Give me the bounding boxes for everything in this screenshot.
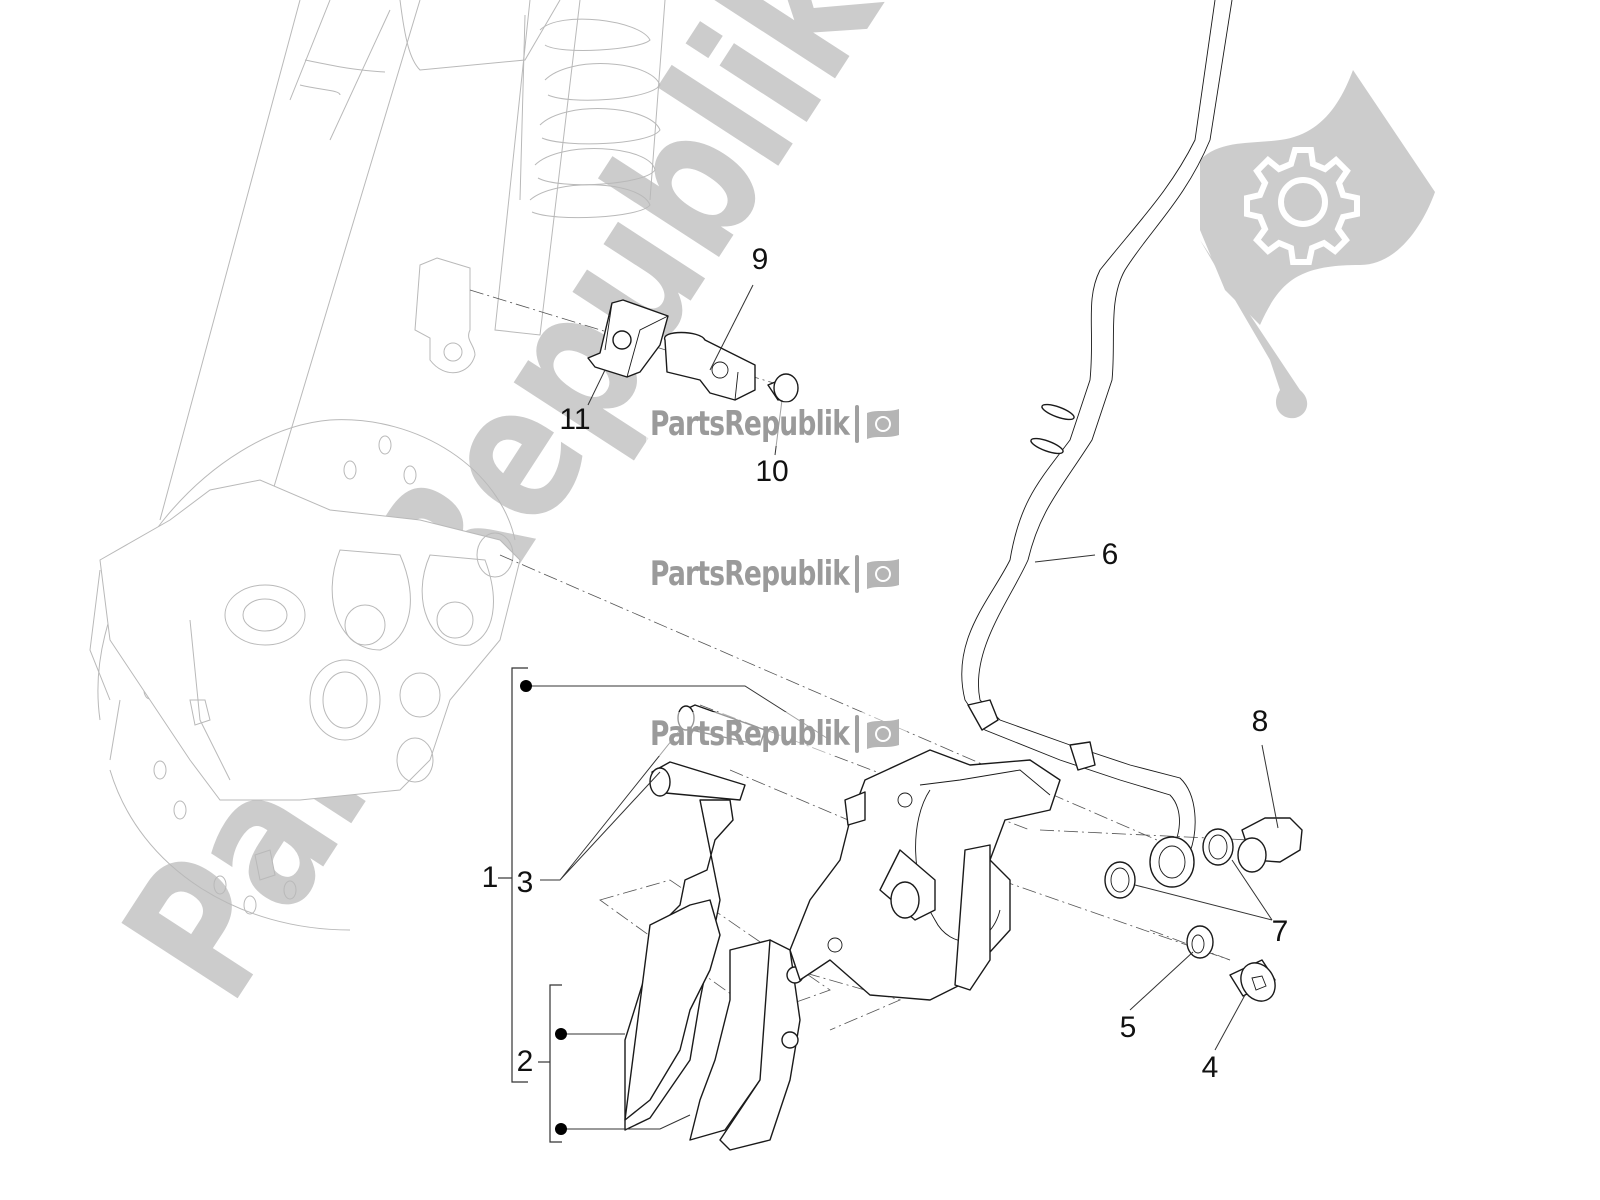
- watermark-stamp-text: PartsRepublik: [650, 404, 850, 444]
- fork-ghost-art: [89, 0, 666, 931]
- part-10-screw[interactable]: [767, 373, 799, 403]
- part-8-banjo-bolt[interactable]: [1237, 817, 1303, 873]
- callout-6[interactable]: 6: [1101, 538, 1119, 571]
- callout-2[interactable]: 2: [516, 1045, 534, 1078]
- group-brackets: [498, 667, 567, 1143]
- watermark-stamp: PartsRepublik: [646, 402, 908, 446]
- callout-3[interactable]: 3: [516, 866, 534, 899]
- callout-8[interactable]: 8: [1251, 705, 1269, 738]
- watermark-stamp-text: PartsRepublik: [650, 554, 850, 594]
- watermark-stamp: PartsRepublik: [646, 552, 908, 596]
- part-5-washer[interactable]: [1186, 925, 1214, 959]
- callout-7[interactable]: 7: [1271, 915, 1289, 948]
- watermark-flagpole-icon: [855, 715, 860, 753]
- watermark-stamp-text: PartsRepublik: [650, 714, 850, 754]
- leader-lines: [527, 284, 1279, 1130]
- gear-flag-icon: [867, 559, 900, 589]
- callout-1[interactable]: 1: [481, 861, 499, 894]
- callout-5[interactable]: 5: [1119, 1011, 1137, 1044]
- watermark-flagpole-icon: [855, 405, 860, 443]
- watermark-stamp: PartsRepublik: [646, 712, 908, 756]
- callout-10[interactable]: 10: [755, 455, 789, 488]
- part-6-brake-hose[interactable]: [961, 0, 1233, 888]
- watermark-flag-icon: [1200, 70, 1435, 419]
- part-11-clip-nut[interactable]: [587, 299, 669, 378]
- gear-flag-icon: [867, 409, 900, 439]
- gear-flag-icon: [867, 719, 900, 749]
- part-2-brake-pads[interactable]: [624, 799, 804, 1151]
- callout-11[interactable]: 11: [559, 403, 591, 436]
- part-7-sealing-washers[interactable]: [1104, 828, 1234, 899]
- callout-9[interactable]: 9: [751, 243, 769, 276]
- part-4-screw[interactable]: [1229, 957, 1282, 1008]
- watermark-flagpole-icon: [855, 555, 860, 593]
- part-1-caliper-body[interactable]: [789, 749, 1061, 1001]
- callout-4[interactable]: 4: [1201, 1051, 1219, 1084]
- part-9-hose-bracket[interactable]: [664, 331, 756, 401]
